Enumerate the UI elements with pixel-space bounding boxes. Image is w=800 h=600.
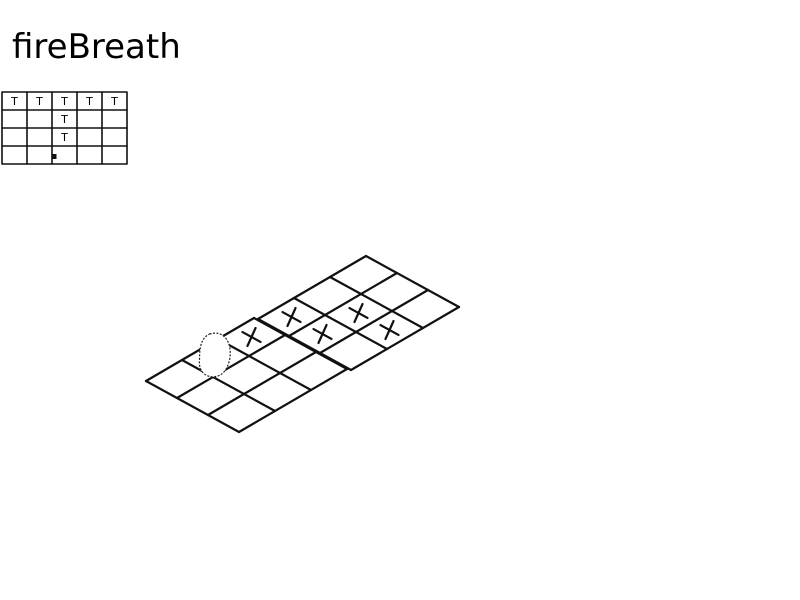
left-grid-line bbox=[175, 333, 287, 400]
x-mark bbox=[246, 326, 257, 348]
right-grid-line bbox=[349, 305, 461, 372]
left-board-grid bbox=[144, 316, 349, 434]
right-grid-line bbox=[256, 254, 368, 321]
right-grid-line bbox=[328, 275, 425, 330]
right-grid-line bbox=[287, 271, 399, 338]
pattern-cell-mark: T bbox=[60, 113, 68, 126]
x-mark bbox=[384, 319, 395, 341]
origin-marker bbox=[51, 154, 57, 159]
left-grid-line bbox=[144, 316, 256, 383]
right-grid-line bbox=[364, 254, 461, 309]
pattern-cell-mark: T bbox=[110, 95, 118, 108]
isometric-board bbox=[144, 254, 461, 434]
pattern-cell-mark: T bbox=[60, 95, 68, 108]
pattern-cell-mark: T bbox=[35, 95, 43, 108]
left-grid-line bbox=[216, 337, 313, 392]
right-grid-line bbox=[292, 296, 389, 351]
caster-blob bbox=[198, 332, 231, 378]
x-mark bbox=[317, 323, 328, 345]
right-grid-line bbox=[256, 317, 353, 372]
pattern-cell-mark: T bbox=[85, 95, 93, 108]
left-grid-line bbox=[237, 367, 349, 434]
left-grid-line bbox=[180, 358, 277, 413]
left-grid-line bbox=[144, 379, 241, 434]
pattern-cell-mark: T bbox=[60, 131, 68, 144]
left-grid-line bbox=[206, 350, 318, 417]
x-mark bbox=[353, 302, 364, 324]
pattern-cell-mark: T bbox=[10, 95, 18, 108]
x-mark bbox=[286, 306, 297, 328]
diagram-title: fireBreath bbox=[12, 27, 181, 67]
right-grid-line bbox=[318, 288, 430, 355]
right-board-grid bbox=[256, 254, 461, 372]
